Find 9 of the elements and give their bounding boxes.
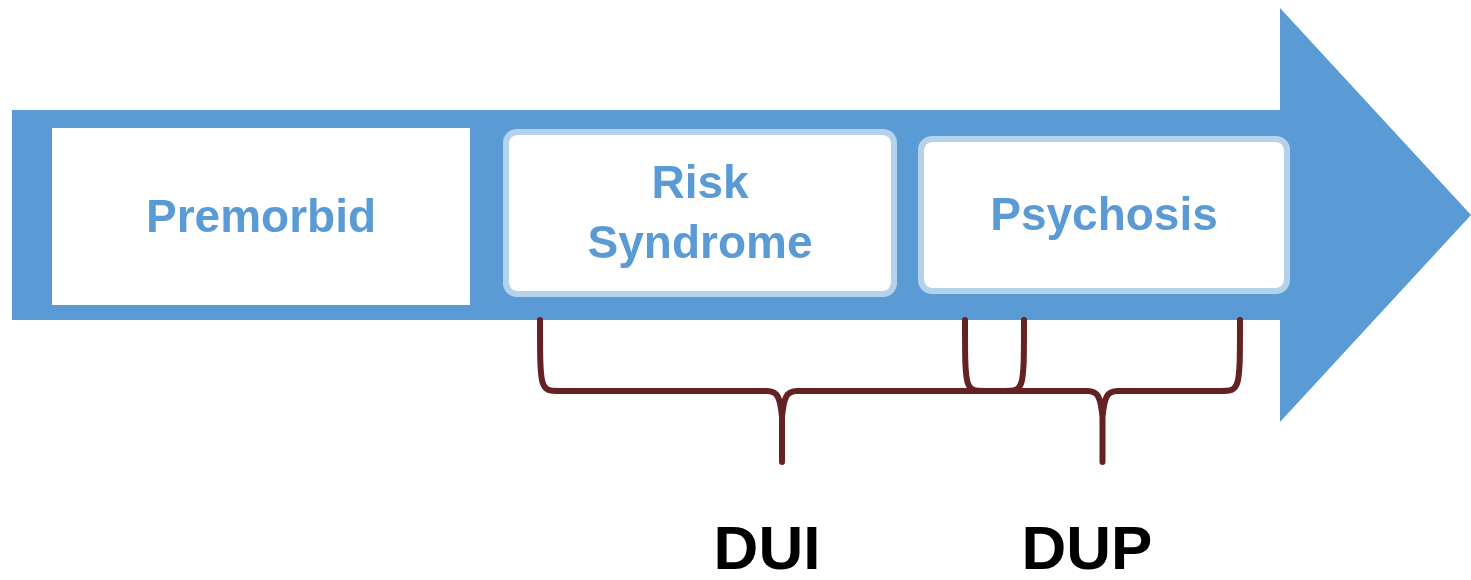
stage-box <box>918 136 1290 294</box>
stage-box <box>503 129 897 297</box>
stage-label: Psychosis <box>990 187 1218 243</box>
stage-box <box>52 128 470 305</box>
duration-label: DUP <box>1021 512 1153 580</box>
stage-label: Risk Syndrome <box>586 155 814 270</box>
duration-label: DUI <box>713 512 821 580</box>
stage-label: Premorbid <box>145 188 376 244</box>
timeline-arrow <box>12 8 1471 422</box>
